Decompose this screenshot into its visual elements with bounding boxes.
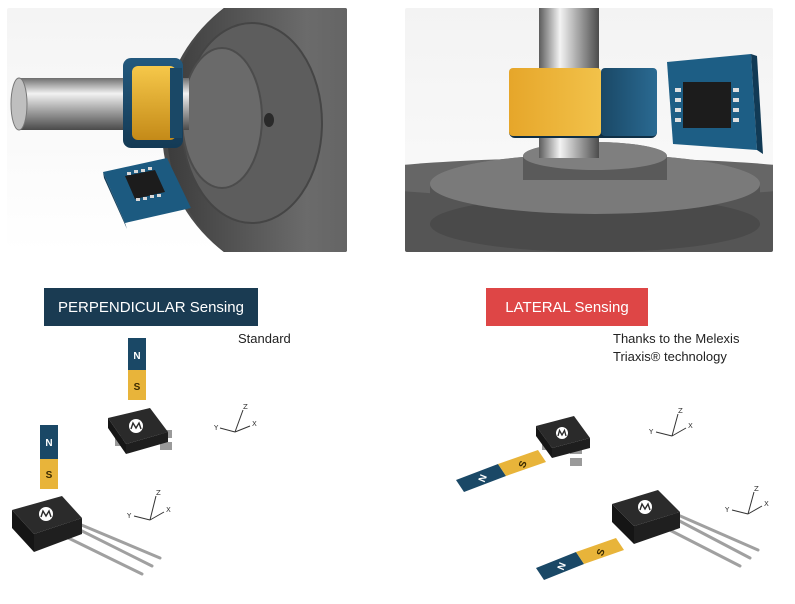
perpendicular-title-text: PERPENDICULAR Sensing [58,298,244,316]
axis-triad-icon: Z Y X [648,407,693,437]
chip-logo-icon [129,419,143,433]
lateral-sensing-title: LATERAL Sensing [486,288,648,326]
perpendicular-note: Standard [238,331,291,346]
lateral-3d-scene [405,8,773,252]
axis-z-label: Z [156,489,161,497]
sensor-ic-icon [683,82,731,128]
perpendicular-3d-scene [7,8,347,252]
axis-z-label: Z [754,485,759,493]
shaft-end-magnet-illustration [7,8,347,252]
magnet-icon: N S [456,450,546,492]
ring-magnet-icon [132,66,176,140]
lateral-title-text: LATERAL Sensing [505,298,629,316]
axis-z-label: Z [243,403,248,411]
axis-x-label: X [252,420,257,428]
axis-triad-icon: Z Y X [126,489,171,521]
lateral-note-line1: Thanks to the Melexis [613,331,740,346]
axis-y-label: Y [213,424,219,432]
perpendicular-diagram: N S Z Y X N S [12,338,257,576]
axis-triad-icon: Z Y X [213,403,257,433]
magnet-south-label: S [595,547,608,558]
chip-logo-icon [638,500,652,514]
magnet-north-label: N [133,351,140,362]
sensor-ic-icon [108,408,172,454]
chip-logo-icon [39,507,53,521]
sensor-ic-icon [536,416,590,466]
axis-x-label: X [764,500,769,508]
lateral-diagram: N S Z Y X N S [456,407,769,580]
axis-z-label: Z [678,407,683,415]
sensor-ic-icon [612,490,760,568]
magnet-icon: N S [536,538,624,580]
axis-triad-icon: Z Y X [724,485,769,515]
magnet-north-label: N [477,473,490,484]
ring-magnet-icon [509,68,601,136]
magnet-icon: N S [128,338,146,400]
magnet-south-label: S [46,470,53,481]
magnet-north-label: N [556,561,569,572]
shaft-side-magnet-illustration [405,8,773,252]
axis-x-label: X [166,506,171,514]
chip-logo-icon [556,427,568,439]
axis-y-label: Y [648,428,654,436]
magnet-north-label: N [45,438,52,449]
sensor-ic-icon [125,170,165,199]
lateral-note-line2: Triaxis® technology [613,349,727,364]
axis-x-label: X [688,422,693,430]
magnet-icon: N S [40,425,58,489]
sensor-ic-icon [12,496,162,576]
perpendicular-sensing-title: PERPENDICULAR Sensing [44,288,258,326]
axis-y-label: Y [724,506,730,514]
axis-y-label: Y [126,512,132,520]
magnet-south-label: S [134,382,141,393]
magnet-south-label: S [517,459,530,470]
lateral-note: Thanks to the Melexis Triaxis® technolog… [613,330,739,366]
